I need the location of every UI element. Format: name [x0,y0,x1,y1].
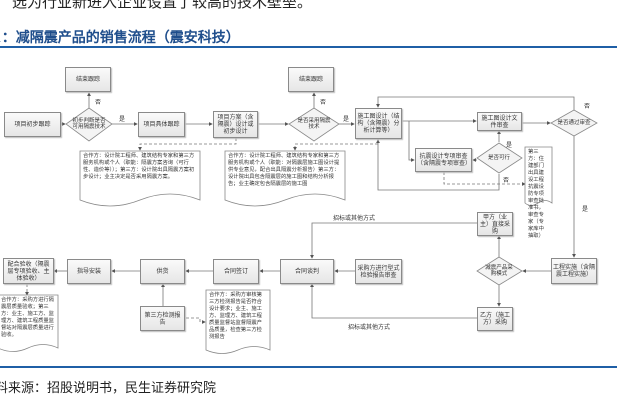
process-box-end2: 结束跟踪 [288,67,334,92]
process-box-implementation: 工程实施（含隔震工程实施） [551,258,597,284]
decision-d-purchase-mode: 减震产品采购模式 [485,264,513,278]
edge-label-tender-bottom: 招标或其他方式 [348,324,391,331]
process-box-doc-review: 施工图设计文件审查 [477,112,522,131]
note-note-scheme: 合作方：设计院工程师、建筑结构专家和第三方服务机构或个人（职能：隔震方案咨询（可… [83,153,195,180]
edge-label-no2: 否 [320,99,327,106]
process-box-party-a-purchase: 甲方（业主）直接采购 [477,212,513,236]
edge-label-yes2: 是 [343,116,350,123]
edge-label-no4: 否 [503,177,510,184]
edge-label-yes4: 是 [582,206,589,213]
process-box-initial-tracking: 项目初步跟踪 [4,112,61,137]
process-box-seismic-review: 抗震设计专项审查（含隔震专项审查） [415,148,472,172]
process-box-third-party-report: 第三方检测报告 [140,306,185,331]
body-text-line: 选为行业新进入企业设置了较高的技术壁垒。 [12,0,313,11]
figure-title: 1：减隔震产品的销售流程（震安科技） [0,30,240,46]
decision-d-pass-review: 是否通过审查 [557,119,591,126]
process-box-signing: 合同签订 [213,259,259,284]
process-box-specific-tracking: 项目具体跟踪 [138,112,185,137]
source-rule [0,366,617,368]
source-note: 资料来源：招股说明书，民生证券研究院 [0,381,217,396]
note-note-construction: 合作方：设计院工程师、建筑结构专家和第三方服务机构或个人（职能：对隔震层施工图设… [228,153,340,187]
decision-d-feasible: 是否可行 [487,154,510,161]
process-box-construction-design: 施工图设计（结构（含隔震）分析计算等） [355,108,402,139]
process-box-negotiation: 合同谈判 [280,259,334,284]
edge-label-yes3: 是 [506,142,513,149]
title-rule [0,46,617,48]
process-box-supply: 供货 [140,259,185,284]
process-box-end1: 结束跟踪 [65,67,111,92]
edge-label-no1: 否 [95,99,102,106]
process-box-acceptance: 配合验收（隔震层专项验收、主体验收） [3,258,54,284]
note-note-report: 合作方：采购方审核第三方检测报告是否符合设计要求；业主、施工方、监理方、建筑工程… [209,292,262,340]
process-box-type-inspection: 采购方进行型式检验报告审查 [355,259,402,284]
note-note-acceptance: 合作方：采购方进行隔震层质量验收；第三方：业主、施工方、监理方、建筑工程质量监督… [1,297,54,338]
edge-label-no3: 否 [584,103,591,110]
decision-d-adopt: 是否采用隔震技术 [297,117,331,131]
edge-label-tender-top: 招标或其他方式 [333,215,376,222]
process-box-scheme-design: 项目方案（含隔震）设计或初步设计 [213,111,258,138]
process-box-install-guide: 指导安装 [67,259,111,284]
edge-label-yes1: 是 [119,116,126,123]
decision-d-initial-judge: 初步判断是否可用隔震技术 [72,117,106,131]
process-box-party-b-purchase: 乙方（施工方）采购 [477,307,513,331]
note-note-review: 第三方：住建部门出具建设工程抗震设防专项审查批准书，审查专家（专家库中抽取） [528,149,544,239]
